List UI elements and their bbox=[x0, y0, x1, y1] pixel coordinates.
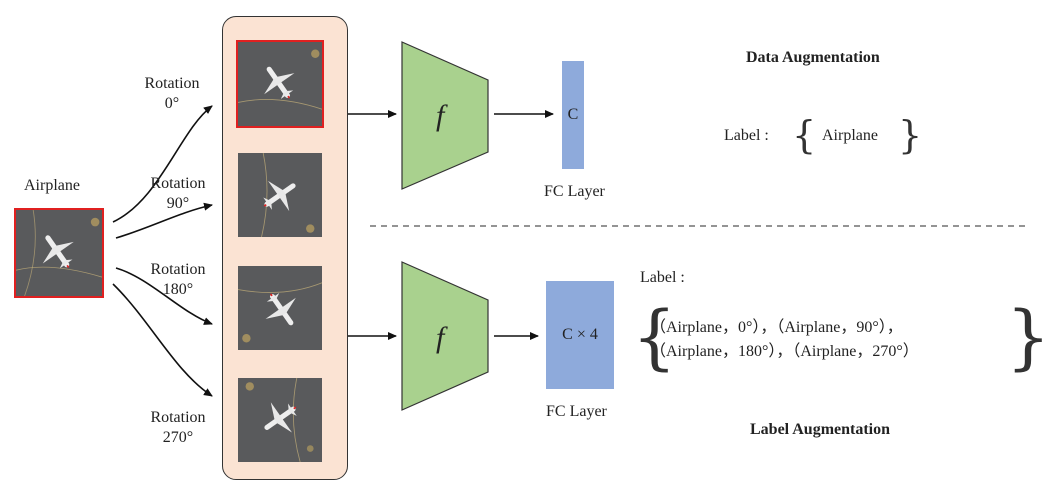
fc-layer-top: C bbox=[562, 61, 584, 169]
fc-layer-top-text: C bbox=[567, 106, 579, 123]
network-symbol-top: f bbox=[436, 99, 445, 132]
data-augmentation-title: Data Augmentation bbox=[746, 49, 880, 66]
fc-layer-bottom-text: C × 4 bbox=[562, 326, 598, 343]
fc-caption-bottom: FC Layer bbox=[546, 403, 607, 420]
data-aug-label-open-brace: { bbox=[792, 113, 817, 157]
label-aug-label-prefix: Label : bbox=[640, 269, 685, 286]
label-augmentation-title: Label Augmentation bbox=[750, 421, 891, 438]
network-symbol-bottom: f bbox=[436, 321, 445, 354]
network-f-bottom bbox=[401, 261, 489, 411]
label-aug-open-brace: { bbox=[632, 296, 677, 378]
label-aug-line-1: （Airplane，0°），（Airplane，90°）， bbox=[650, 319, 903, 336]
network-f-top bbox=[401, 41, 489, 190]
input-label: Airplane bbox=[24, 177, 80, 194]
data-aug-label-prefix: Label : bbox=[724, 127, 769, 144]
rotated-image-270 bbox=[238, 378, 322, 462]
fc-layer-bottom: C × 4 bbox=[546, 281, 614, 389]
rotated-image-180 bbox=[238, 266, 322, 350]
arrow-to-rotation-270 bbox=[112, 283, 213, 397]
data-aug-label-value: Airplane bbox=[822, 127, 878, 144]
label-aug-line-2: （Airplane，180°），（Airplane，270°） bbox=[650, 343, 919, 360]
data-aug-label-close-brace: } bbox=[898, 113, 923, 157]
label-aug-close-brace: } bbox=[1006, 302, 1045, 372]
input-airplane-image bbox=[14, 208, 104, 298]
rotated-image-90 bbox=[238, 153, 322, 237]
rotated-image-0 bbox=[236, 40, 324, 128]
fc-caption-top: FC Layer bbox=[544, 183, 605, 200]
